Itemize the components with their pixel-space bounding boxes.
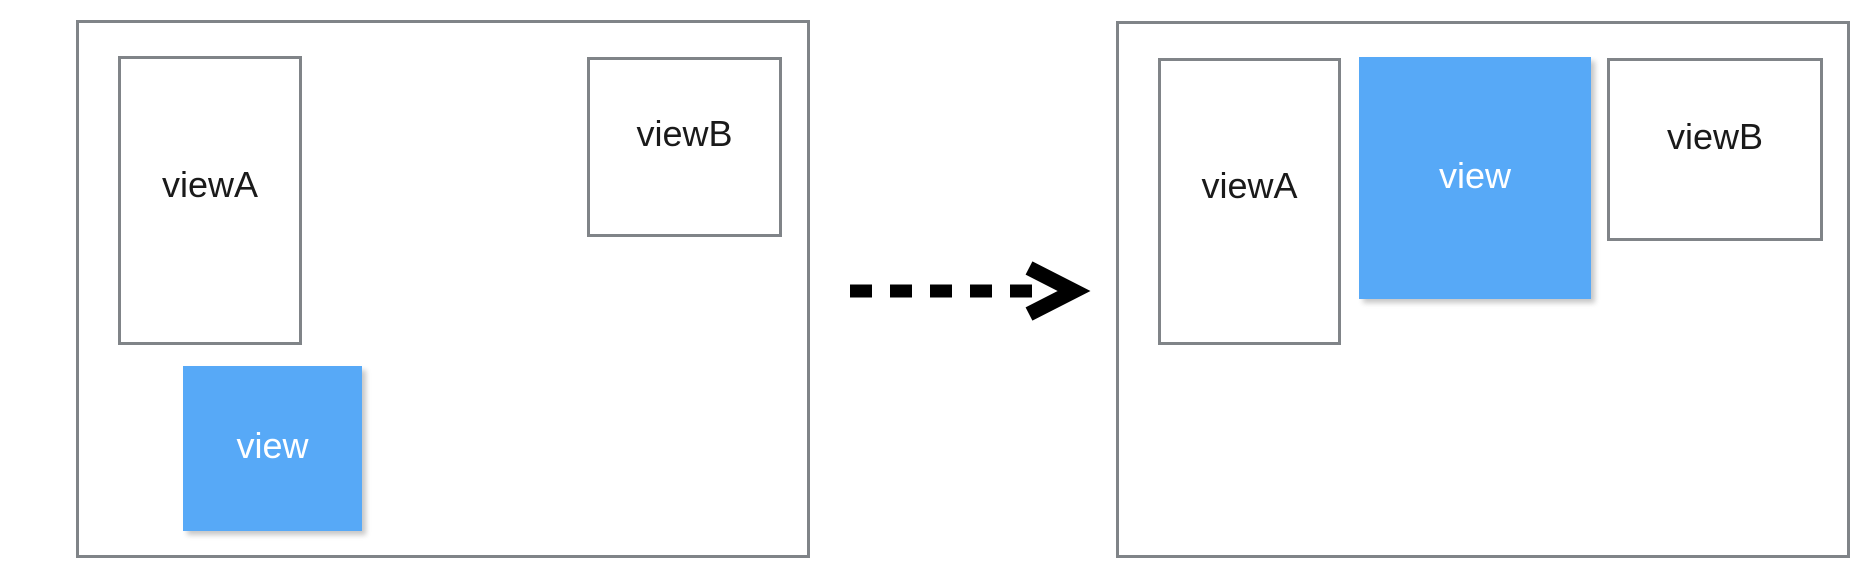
before-viewA-box[interactable]: viewA xyxy=(118,56,302,345)
after-view-label: view xyxy=(1438,155,1512,196)
after-viewB-box[interactable]: viewB xyxy=(1607,58,1823,241)
after-viewB-label: viewB xyxy=(1666,116,1764,157)
dashed-arrow-right xyxy=(848,261,1091,321)
before-view-box[interactable]: view xyxy=(183,366,362,531)
after-view-box[interactable]: view xyxy=(1359,57,1591,299)
before-viewA-label: viewA xyxy=(161,164,259,205)
before-view-label: view xyxy=(236,425,309,466)
before-viewB-box[interactable]: viewB xyxy=(587,57,782,237)
after-viewA-box[interactable]: viewA xyxy=(1158,58,1341,345)
arrow-head-icon xyxy=(1025,261,1091,321)
before-viewB-label: viewB xyxy=(636,113,733,154)
after-viewA-label: viewA xyxy=(1201,165,1298,206)
